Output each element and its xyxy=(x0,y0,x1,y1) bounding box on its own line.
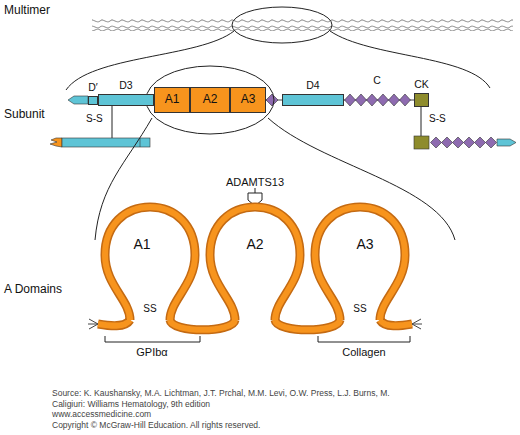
purple-diamond xyxy=(431,137,442,148)
domain-label: D′ xyxy=(88,82,98,94)
binding-label: Collagen xyxy=(342,346,385,359)
disulfide-line xyxy=(112,106,113,138)
domain-label: D3 xyxy=(119,80,132,92)
zoom-line xyxy=(330,31,490,88)
purple-diamond xyxy=(266,94,278,106)
domain-label: A3 xyxy=(241,93,256,106)
source-note: Copyright © McGraw-Hill Education. All r… xyxy=(52,421,260,431)
zoom-line xyxy=(66,31,234,90)
zoom-ellipse xyxy=(146,66,274,134)
purple-diamond xyxy=(367,94,378,106)
a-domain-loop: A1SS xyxy=(100,205,200,325)
multimer-strand xyxy=(92,19,513,31)
purple-diamond xyxy=(345,94,356,106)
frayed-end xyxy=(50,138,62,147)
source-note: www.accessmedicine.com xyxy=(52,410,151,420)
row-label: A Domains xyxy=(4,283,62,297)
enzyme-label: ADAMTS13 xyxy=(226,176,284,189)
loop-stroke xyxy=(315,207,405,320)
segment-divider xyxy=(140,138,141,147)
domain-label: D4 xyxy=(306,80,319,92)
domain-name: A3 xyxy=(356,237,373,252)
domain-box: D3 xyxy=(98,94,154,106)
bracket xyxy=(318,336,410,342)
chain-link xyxy=(98,320,412,330)
domain-label: A2 xyxy=(203,93,218,106)
chain-link xyxy=(98,320,412,330)
domain-label: A1 xyxy=(165,93,180,106)
domain-label: C xyxy=(373,74,381,86)
purple-diamond xyxy=(378,94,389,106)
zoom-line xyxy=(268,118,455,240)
a-domain-loop: A2 xyxy=(205,205,305,325)
row-label: Multimer xyxy=(4,4,50,18)
loop-outline xyxy=(205,205,305,325)
a-domain-box: A1 xyxy=(154,87,190,113)
partner-ck xyxy=(414,136,429,149)
purple-diamond xyxy=(486,137,497,148)
purple-diamond xyxy=(464,137,475,148)
loop-stroke xyxy=(210,207,300,320)
binding-label: GPIbα xyxy=(136,346,167,359)
tail-segment xyxy=(68,96,88,104)
domain-name: A2 xyxy=(246,237,263,252)
purple-diamond xyxy=(475,137,486,148)
a-domain-box: A3 xyxy=(230,87,266,113)
bond-label: S-S xyxy=(86,113,103,125)
ck-box: CK xyxy=(414,93,429,107)
partner-end xyxy=(497,139,516,146)
zoom-line xyxy=(95,118,152,240)
loop-stroke xyxy=(315,207,405,320)
purple-diamond xyxy=(389,94,400,106)
bond-label: S-S xyxy=(429,113,446,125)
domain-label: CK xyxy=(414,79,429,91)
domain-box: D4 xyxy=(282,94,344,106)
frayed-end xyxy=(88,319,422,329)
a-domain-box: A2 xyxy=(190,87,230,113)
loop-stroke xyxy=(210,207,300,320)
purple-diamond xyxy=(356,94,367,106)
bond-label: SS xyxy=(143,303,156,314)
a-domain-loop: A3SS xyxy=(310,205,410,325)
loop-stroke xyxy=(105,207,195,320)
purple-diamond xyxy=(442,137,453,148)
purple-diamond xyxy=(400,94,411,106)
domain-box: D′ xyxy=(88,96,98,105)
domain-name: A1 xyxy=(133,237,150,252)
source-note: Source: K. Kaushansky, M.A. Lichtman, J.… xyxy=(52,388,397,410)
row-label: Subunit xyxy=(4,108,45,122)
loop-stroke xyxy=(105,207,195,320)
disulfide-line xyxy=(421,107,422,136)
cleavage-line xyxy=(255,188,256,193)
bracket xyxy=(105,336,200,342)
zoom-ellipse xyxy=(232,7,332,43)
bond-label: SS xyxy=(353,303,366,314)
purple-diamond xyxy=(453,137,464,148)
